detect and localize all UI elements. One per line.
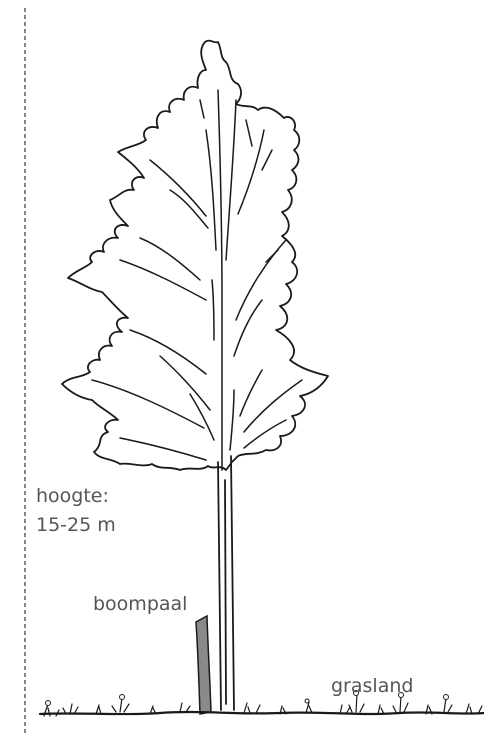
tree-trunk bbox=[217, 455, 235, 711]
stake-label: boompaal bbox=[93, 593, 188, 615]
tree-crown bbox=[61, 39, 329, 471]
grassland-label: grasland bbox=[331, 675, 414, 697]
grass-flowers bbox=[45, 690, 449, 706]
height-label: hoogte: 15-25 m bbox=[36, 482, 116, 540]
tree-stake bbox=[195, 614, 212, 715]
ground-grass bbox=[38, 693, 484, 717]
height-label-value: 15-25 m bbox=[36, 514, 116, 536]
tree-branches bbox=[91, 89, 303, 471]
height-label-title: hoogte: bbox=[36, 485, 109, 507]
